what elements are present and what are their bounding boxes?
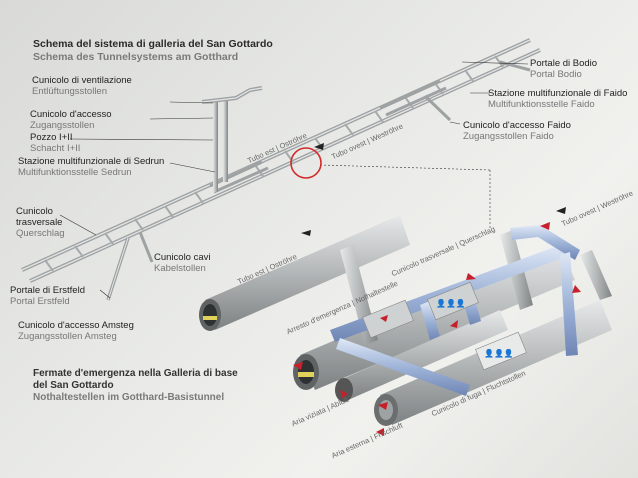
train-west [203,316,217,320]
label-amsteg: Cunicolo d'accesso Amsteg Zugangsstollen… [18,320,134,342]
people-icon: 👤👤👤 [436,298,466,308]
label-pozzo: Pozzo I+II Schacht I+II [30,132,81,154]
people-icon: 👤👤👤 [484,348,514,358]
label-trasversale: Cunicolo trasversale Querschlag [16,206,65,239]
main-tunnel-tubes [21,38,541,283]
highlight-circle [290,147,322,179]
label-bodio: Portale di Bodio Portal Bodio [530,58,598,80]
label-erstfeld: Portale di Erstfeld Portal Erstfeld [10,285,85,307]
label-cavi: Cunicolo cavi Kabelstollen [154,252,211,274]
shaft-system [169,86,263,192]
label-ventilazione: Cunicolo di ventilazione Entlüftungsstol… [32,75,132,97]
label-accesso: Cunicolo d'accesso Zugangsstollen [30,109,112,131]
airflow-arrows [293,222,581,436]
label-sedrun: Stazione multifunzionale di Sedrun Multi… [18,156,165,178]
train-east [298,372,314,377]
label-faido-acc: Cunicolo d'accesso Faido Zugangsstollen … [463,120,571,142]
detail-title: Fermate d'emergenza nella Galleria di ba… [33,368,238,403]
label-faido-mf: Stazione multifunzionale di Faido Multif… [488,88,628,110]
leader-lines [59,61,529,299]
detail-illustration: 👤👤👤 👤👤👤 [199,143,612,436]
page-title: Schema del sistema di galleria del San G… [33,38,273,63]
